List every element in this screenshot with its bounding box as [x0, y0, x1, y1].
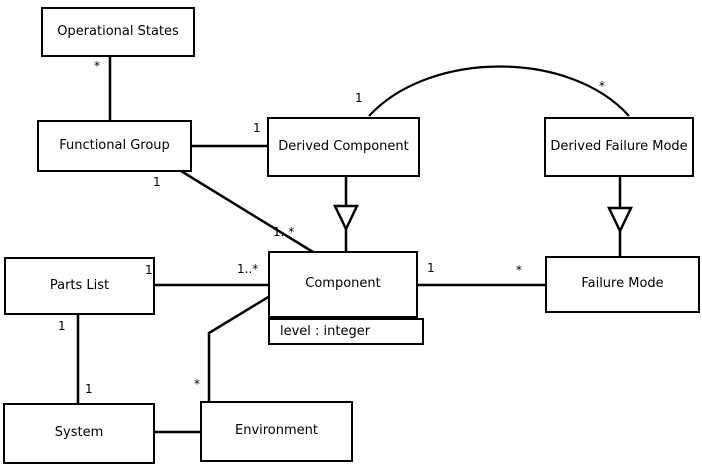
multiplicity-partslist-system-start: 1	[58, 319, 66, 333]
class-name-derived-component: Derived Component	[278, 138, 409, 154]
multiplicity-opstates-functionalgroup: *	[94, 59, 100, 73]
class-name-failure-mode: Failure Mode	[581, 276, 664, 292]
class-name-system: System	[54, 425, 104, 441]
class-box-component[interactable]: Component	[268, 251, 418, 318]
class-name-parts-list: Parts List	[49, 277, 110, 293]
generalization-triangle-failuremode	[607, 206, 633, 234]
component-attribute-level: level : integer	[280, 324, 371, 339]
multiplicity-functionalgroup-component-end: 1..*	[273, 225, 295, 239]
class-box-operational-states[interactable]: Operational States	[41, 7, 195, 57]
multiplicity-partslist-component-end: 1..*	[237, 262, 259, 276]
component-attribute-compartment[interactable]: level : integer	[268, 318, 424, 345]
class-name-operational-states: Operational States	[57, 23, 179, 39]
multiplicity-component-failuremode-start: 1	[427, 261, 435, 275]
conn-environment-component	[207, 294, 271, 401]
class-box-system[interactable]: System	[3, 403, 155, 464]
multiplicity-partslist-system-end: 1	[85, 382, 93, 396]
multiplicity-functionalgroup-component-start: 1	[153, 175, 161, 189]
class-box-environment[interactable]: Environment	[200, 401, 353, 462]
multiplicity-component-failuremode-end: *	[516, 263, 522, 277]
class-box-parts-list[interactable]: Parts List	[4, 257, 155, 315]
conn-functionalgroup-component	[180, 169, 314, 254]
generalization-triangle-component	[333, 204, 359, 232]
multiplicity-environment-component: *	[194, 377, 200, 391]
multiplicity-partslist-component-start: 1	[145, 263, 153, 277]
class-name-derived-failure-mode: Derived Failure Mode	[550, 138, 688, 154]
class-box-derived-failure-mode[interactable]: Derived Failure Mode	[544, 117, 694, 177]
class-name-component: Component	[305, 276, 381, 292]
class-name-functional-group: Functional Group	[59, 137, 170, 153]
multiplicity-derivedcomponent-arc: 1	[355, 91, 363, 105]
multiplicity-functionalgroup-derivedcomponent: 1	[253, 121, 261, 135]
class-box-failure-mode[interactable]: Failure Mode	[545, 256, 700, 313]
class-name-environment: Environment	[234, 423, 318, 439]
class-box-derived-component[interactable]: Derived Component	[267, 117, 420, 177]
class-box-functional-group[interactable]: Functional Group	[37, 120, 192, 172]
multiplicity-derivedfailuremode-arc: *	[599, 79, 605, 93]
conn-derivedcomponent-derivedfailuremode-arc	[368, 65, 630, 117]
